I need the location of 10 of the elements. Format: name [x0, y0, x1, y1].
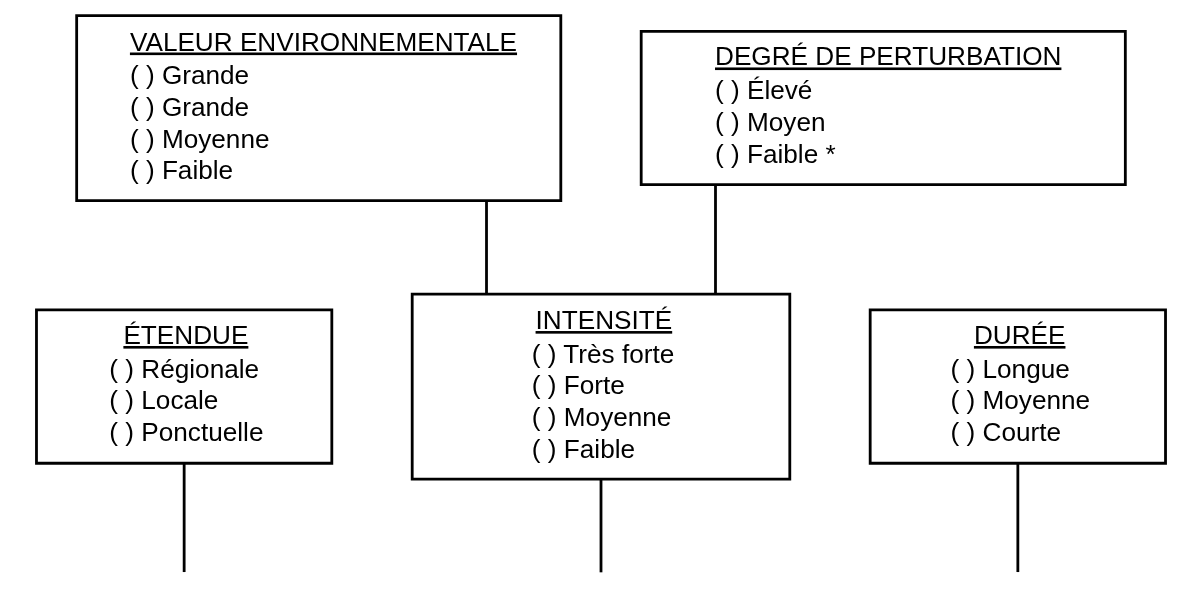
node-box: ÉTENDUE ( ) Régionale ( ) Locale ( ) Ponctuelle — [35, 308, 334, 465]
node-box: INTENSITÉ ( ) Très forte ( ) Forte ( ) Moyenne ( ) Faible — [410, 292, 792, 481]
connector — [714, 184, 717, 294]
node-box: DURÉE ( ) Longue ( ) Moyenne ( ) Courte — [868, 308, 1167, 465]
connector — [182, 463, 186, 573]
node-box: VALEUR ENVIRONNEMENTALE ( ) Grande ( ) Grande ( ) Moyenne ( ) Faible — [75, 14, 563, 202]
connector — [599, 479, 603, 573]
connector — [485, 200, 488, 294]
node-box: DEGRÉ DE PERTURBATION ( ) Élevé ( ) Moyen ( ) Faible * — [639, 30, 1127, 187]
connector — [1016, 463, 1020, 573]
